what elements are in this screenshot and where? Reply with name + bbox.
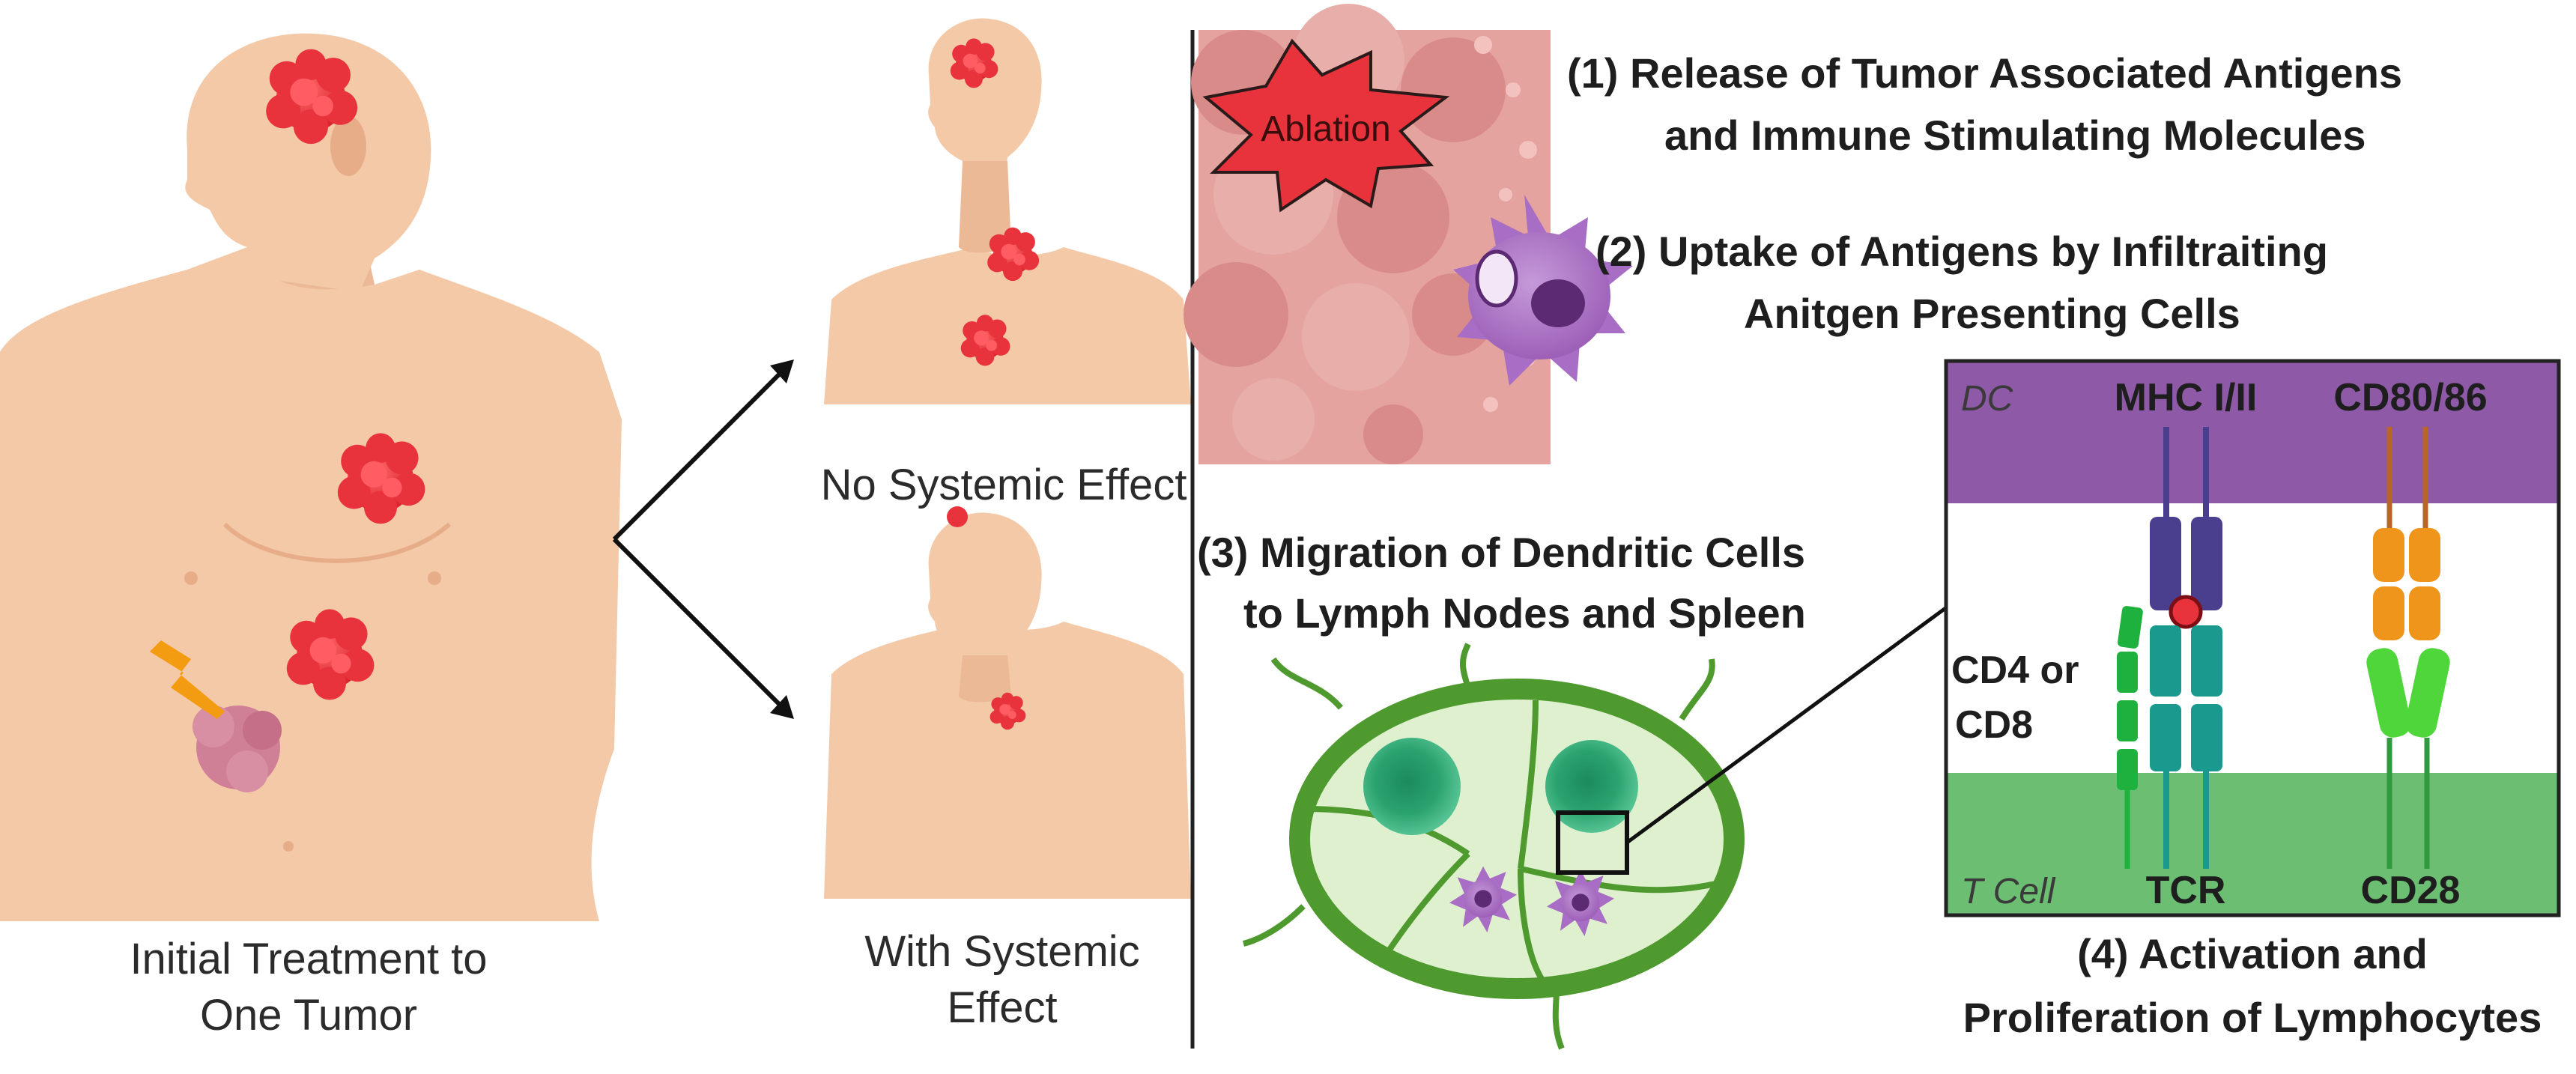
cd4-or-label: CD4 or [1951,649,2079,692]
cd80-86-label: CD80/86 [2333,376,2487,419]
tcr-label: TCR [2146,869,2226,912]
no-systemic-effect-figure [824,18,1191,404]
outcome-arrows [612,359,794,719]
mhc-molecule [2150,427,2222,610]
step2-line2: Anitgen Presenting Cells [1744,290,2240,337]
dendritic-cell [1453,195,1633,386]
outcome-yes-line1: With Systemic [864,927,1139,976]
cd8-label: CD8 [1955,703,2033,747]
cd28-label: CD28 [2361,869,2461,912]
step1-line1: (1) Release of Tumor Associated Antigens [1567,49,2402,97]
main-caption-line2: One Tumor [200,991,417,1040]
step3-line2: to Lymph Nodes and Spleen [1243,589,1806,637]
step4-line2: Proliferation of Lymphocytes [1963,994,2542,1041]
mhc-label: MHC I/II [2115,376,2258,419]
antigen-peptide [2169,595,2203,629]
tcell-region-label: T Cell [1961,872,2056,911]
zoom-connector [1625,604,1949,845]
dc-region-label: DC [1961,379,2013,419]
tcr-molecule [2150,625,2222,869]
outcome-no-label: No Systemic Effect [821,461,1187,509]
lymph-node [1242,643,1745,1050]
treated-tumor [193,706,282,792]
main-patient-figure [0,33,622,921]
ablation-star [1202,38,1450,213]
step4-line1: (4) Activation and [2077,930,2428,977]
step1-line2: and Immune Stimulating Molecules [1664,112,2366,159]
step3-line1: (3) Migration of Dendritic Cells [1197,529,1805,576]
cd28-molecule [2366,648,2450,869]
lightning-icon [150,640,225,719]
cd80-86-molecule [2373,427,2440,640]
main-caption-line1: Initial Treatment to [130,935,487,983]
coreceptor-molecule [2117,606,2143,869]
ablation-label: Ablation [1261,109,1390,149]
immune-synapse-panel: DC T Cell MHC I/II CD80/86 CD4 or CD8 TC… [1944,359,2561,917]
with-systemic-effect-figure [824,506,1191,899]
outcome-yes-line2: Effect [947,983,1057,1032]
step2-line1: (2) Uptake of Antigens by Infiltraiting [1595,228,2328,275]
